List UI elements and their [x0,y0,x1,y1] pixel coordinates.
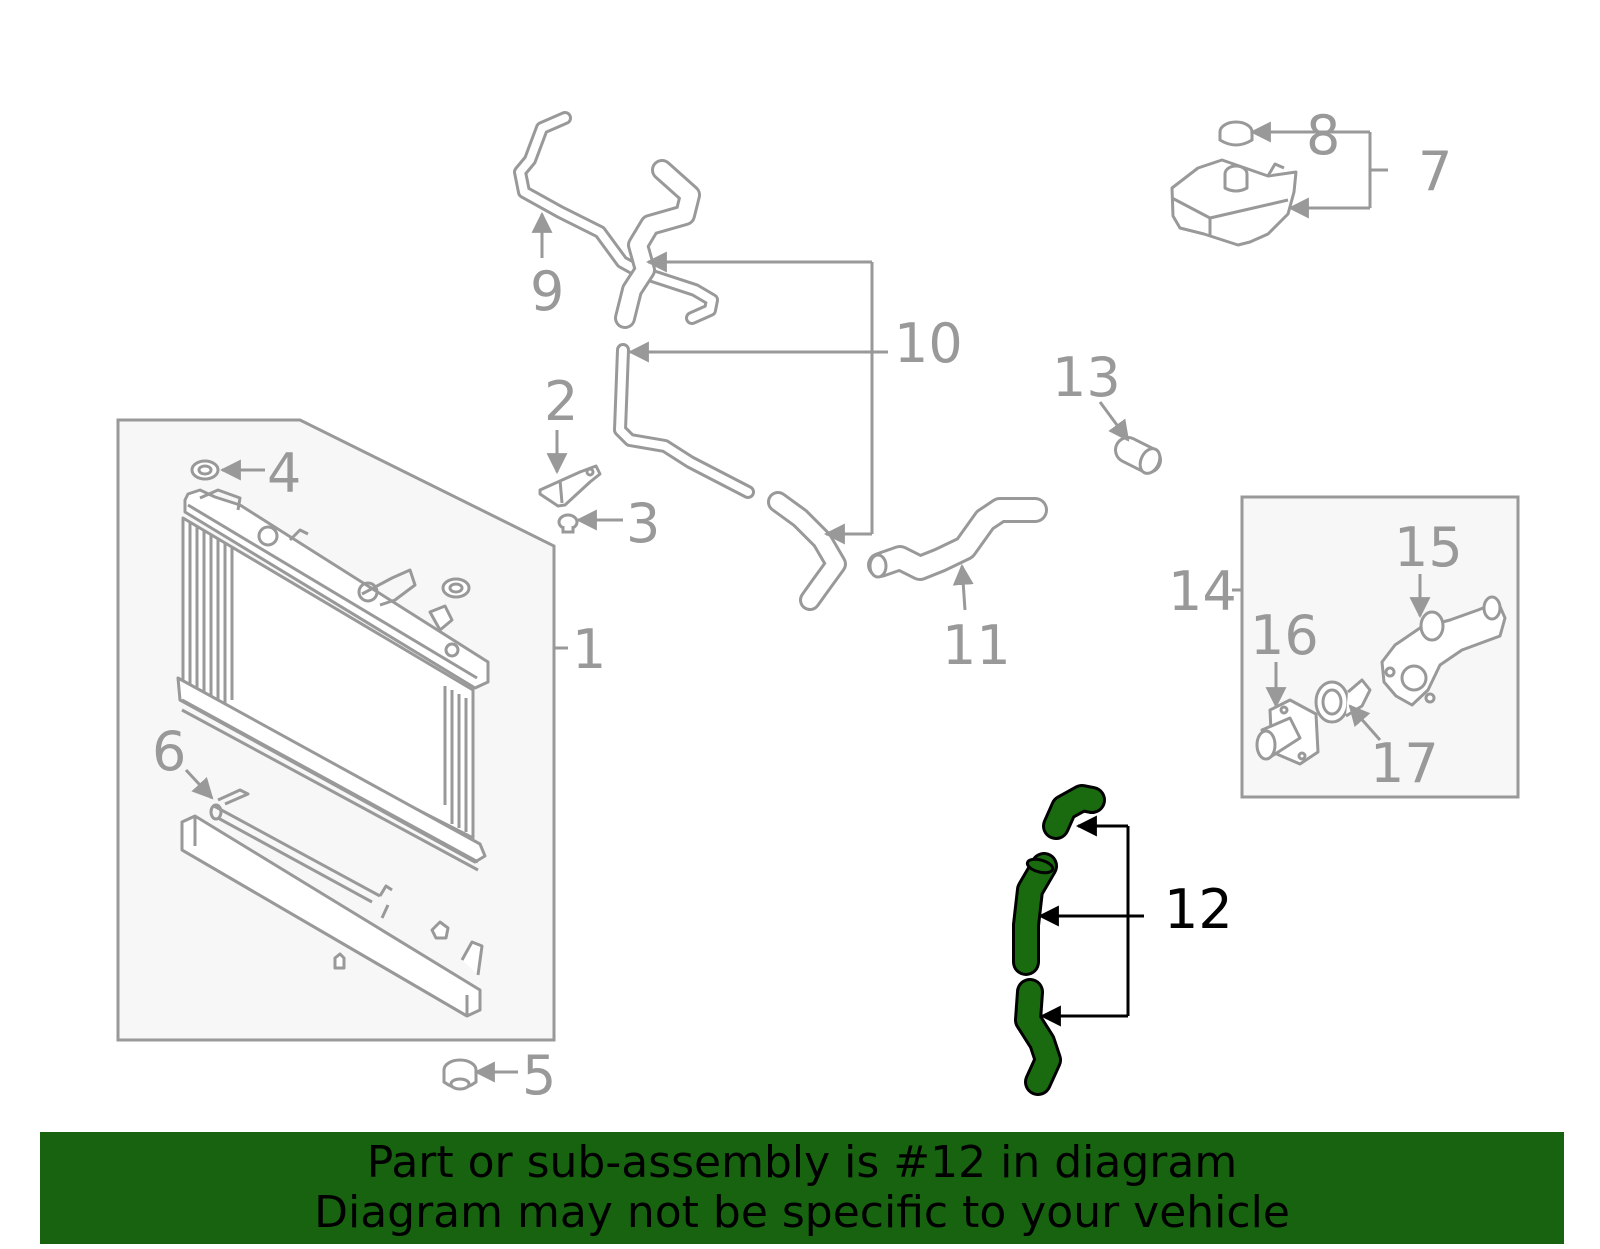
callout-5: 5 [522,1044,556,1107]
callout-14: 14 [1168,560,1237,623]
callout-13: 13 [1052,346,1121,409]
clip-part-3[interactable] [557,513,579,534]
callout-6: 6 [152,720,186,783]
hose-part-10a[interactable] [614,159,701,329]
callout-9: 9 [530,260,564,323]
info-banner: Part or sub-assembly is #12 in diagram D… [40,1132,1564,1244]
hose-part-9[interactable] [513,111,719,325]
callout-10: 10 [894,312,963,375]
cushion-part-4[interactable] [190,459,220,481]
grommet-part-5[interactable] [442,1058,478,1091]
callout-3: 3 [626,492,660,555]
hose-part-10c[interactable] [767,491,847,611]
callout-8: 8 [1306,104,1340,167]
seal-part-6[interactable] [209,788,393,904]
water-outlet-part-16[interactable] [1255,698,1320,766]
cushion-part-4b[interactable] [441,577,471,599]
banner-disclaimer: Diagram may not be specific to your vehi… [314,1187,1290,1238]
callout-1: 1 [572,618,606,681]
hose-part-10b[interactable] [613,343,755,499]
hose-part-12-lower[interactable] [1014,978,1062,1096]
radiator-part[interactable] [176,488,490,872]
callout-7: 7 [1418,140,1452,203]
callout-17: 17 [1370,732,1439,795]
leader-lines [184,121,1431,1083]
callout-11: 11 [942,614,1011,677]
callout-4: 4 [267,442,301,505]
hose-part-12-middle[interactable] [1012,852,1058,976]
lower-support-part[interactable] [180,814,484,1018]
hose-part-12-upper[interactable] [1042,784,1106,840]
banner-part-notice: Part or sub-assembly is #12 in diagram [366,1137,1238,1188]
thermostat-housing-part-15[interactable] [1380,595,1507,707]
callout-12: 12 [1164,878,1233,941]
callout-16: 16 [1250,604,1319,667]
callout-15: 15 [1394,516,1463,579]
hose-part-11[interactable] [867,497,1048,581]
callout-2: 2 [544,370,578,433]
bracket-part-2[interactable] [538,464,602,508]
hose-part-13[interactable] [1114,436,1164,476]
reservoir-cap-part-8[interactable] [1218,120,1254,147]
reservoir-part-7[interactable] [1170,158,1298,247]
leader-lines-12 [1037,815,1144,1027]
